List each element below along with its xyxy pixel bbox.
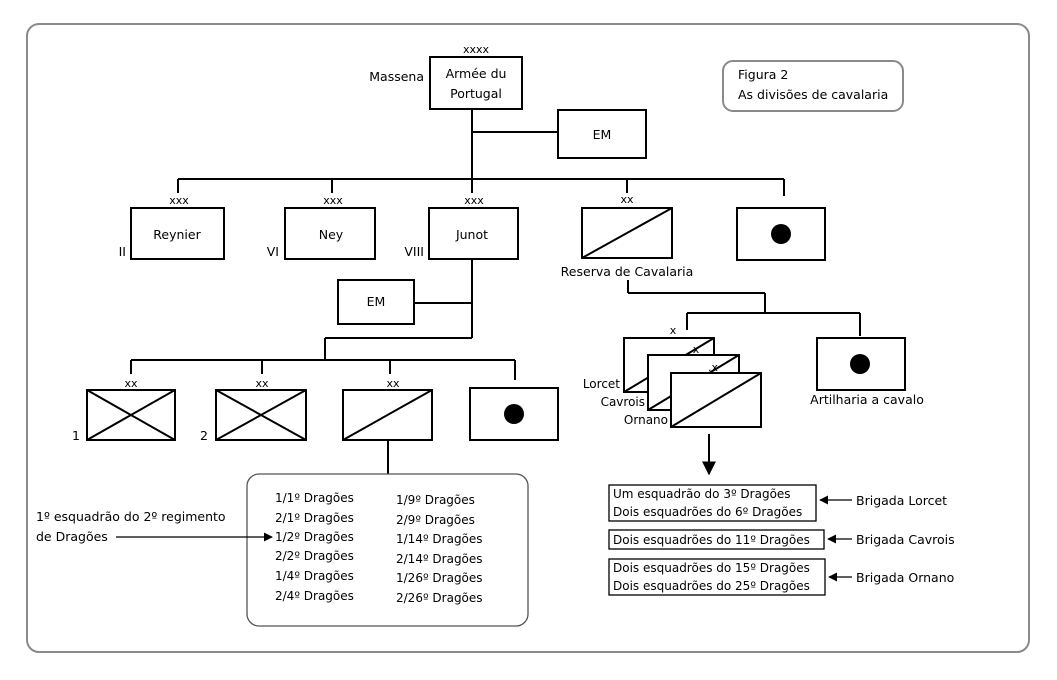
division-number: 2 bbox=[200, 428, 208, 443]
army-artillery bbox=[736, 207, 826, 261]
division-echelon: xx bbox=[386, 377, 400, 390]
squadron-annotation: 1º esquadrão do 2º regimento de Dragões bbox=[36, 509, 273, 544]
squadron-item: 2/2º Dragões bbox=[275, 549, 354, 563]
brigade-echelon-3: .x bbox=[708, 361, 718, 374]
army-staff-label: EM bbox=[593, 127, 612, 142]
annotation-line2: de Dragões bbox=[36, 529, 108, 544]
corps-box bbox=[130, 207, 225, 260]
corps-number: VI bbox=[267, 244, 279, 259]
corps-echelon: xxx bbox=[169, 194, 189, 207]
detail-box bbox=[608, 529, 825, 550]
corps-name: Ney bbox=[319, 227, 344, 242]
squadron-item: 2/1º Dragões bbox=[275, 511, 354, 525]
division-echelon: xx bbox=[255, 377, 269, 390]
artillery-dot-icon bbox=[504, 404, 524, 424]
hq-box bbox=[429, 56, 523, 110]
brigade-detail-lorcet: Um esquadrão do 3º Dragões Dois esquadrõ… bbox=[608, 484, 947, 522]
corps-echelon: xxx bbox=[464, 194, 484, 207]
corps-echelon: xxx bbox=[323, 194, 343, 207]
army-staff-box bbox=[557, 109, 647, 159]
artillery-dot-icon bbox=[771, 224, 791, 244]
figure-caption: Figura 2 As divisões de cavalaria bbox=[722, 60, 904, 112]
division-artillery bbox=[469, 387, 559, 441]
brigade-detail-cavrois: Dois esquadrões do 11º Dragões Brigada C… bbox=[608, 529, 955, 550]
detail-line: Um esquadrão do 3º Dragões bbox=[613, 487, 791, 501]
junot-staff-box bbox=[337, 279, 415, 325]
reserve-label: Reserva de Cavalaria bbox=[561, 264, 694, 279]
division-2: xx 2 bbox=[200, 377, 307, 443]
horse-artillery-label: Artilharia a cavalo bbox=[810, 392, 924, 407]
detail-brigade-name: Brigada Ornano bbox=[856, 570, 954, 585]
detail-box bbox=[608, 484, 817, 522]
squadron-item: 2/14º Dragões bbox=[396, 552, 483, 566]
squadron-item: 1/4º Dragões bbox=[275, 569, 354, 583]
squadron-item: 1/9º Dragões bbox=[396, 493, 475, 507]
brigade-echelon-2: x bbox=[693, 343, 700, 356]
squadron-item: 2/4º Dragões bbox=[275, 589, 354, 603]
detail-line: Dois esquadrões do 11º Dragões bbox=[613, 533, 810, 547]
corps-ney: xxx Ney VI bbox=[267, 194, 376, 260]
detail-line: Dois esquadrões do 15º Dragões bbox=[613, 561, 810, 575]
reserve-echelon: xx bbox=[620, 193, 634, 206]
brigade-detail-ornano: Dois esquadrões do 15º Dragões Dois esqu… bbox=[608, 558, 954, 596]
corps-number: VIII bbox=[404, 244, 424, 259]
annotation-line1: 1º esquadrão do 2º regimento bbox=[36, 509, 226, 524]
division-1: xx 1 bbox=[72, 377, 176, 443]
detail-brigade-name: Brigada Cavrois bbox=[856, 532, 955, 547]
hq-name-line1: Armée du bbox=[446, 66, 507, 81]
hq-echelon: xxxx bbox=[463, 43, 490, 56]
army-hq: xxxx Armée du Portugal Massena bbox=[369, 43, 523, 110]
division-dragoons: xx bbox=[342, 377, 433, 441]
cavalry-diagonal-symbol bbox=[581, 207, 673, 259]
squadron-item: 1/2º Dragões bbox=[275, 530, 354, 544]
squadron-item: 1/1º Dragões bbox=[275, 491, 354, 505]
detail-brigade-name: Brigada Lorcet bbox=[856, 493, 947, 508]
brigade-stack: x x .x Lorcet Cavrois Ornano bbox=[583, 324, 762, 428]
dragoon-squadrons-box bbox=[246, 473, 529, 627]
dragoon-col2: 1/9º Dragões 2/9º Dragões 1/14º Dragões … bbox=[396, 493, 483, 605]
horse-artillery: Artilharia a cavalo bbox=[810, 337, 924, 407]
corps-box bbox=[284, 207, 376, 260]
squadron-item: 2/9º Dragões bbox=[396, 513, 475, 527]
division-echelon: xx bbox=[124, 377, 138, 390]
corps-junot: xxx Junot VIII bbox=[404, 194, 519, 260]
infantry-cross-symbol bbox=[215, 389, 307, 441]
infantry-cross-symbol bbox=[86, 389, 176, 441]
squadron-item: 1/26º Dragões bbox=[396, 571, 483, 585]
cavalry-reserve: xx Reserva de Cavalaria bbox=[561, 193, 694, 279]
caption-line1: Figura 2 bbox=[738, 67, 788, 82]
division-number: 1 bbox=[72, 428, 80, 443]
brigade-name-cavrois: Cavrois bbox=[601, 395, 645, 409]
hq-commander: Massena bbox=[369, 69, 424, 84]
detail-line: Dois esquadrões do 25º Dragões bbox=[613, 579, 810, 593]
junot-staff-label: EM bbox=[367, 294, 386, 309]
squadron-item: 1/14º Dragões bbox=[396, 532, 483, 546]
hq-name-line2: Portugal bbox=[450, 86, 502, 101]
dragoon-col1: 1/1º Dragões 2/1º Dragões 1/2º Dragões 2… bbox=[275, 491, 354, 603]
detail-line: Dois esquadrões do 6º Dragões bbox=[613, 505, 802, 519]
corps-number: II bbox=[119, 244, 126, 259]
artillery-dot-icon bbox=[850, 354, 870, 374]
corps-name: Reynier bbox=[153, 227, 201, 242]
detail-box bbox=[608, 558, 826, 596]
cavalry-diagonal-symbol bbox=[342, 389, 433, 441]
brigade-name-ornano: Ornano bbox=[624, 413, 668, 427]
brigade-name-lorcet: Lorcet bbox=[583, 377, 620, 391]
caption-line2: As divisões de cavalaria bbox=[738, 87, 888, 102]
corps-reynier: xxx Reynier II bbox=[119, 194, 225, 260]
caption-box bbox=[722, 60, 904, 112]
cavalry-diagonal-symbol bbox=[670, 372, 762, 428]
squadron-item: 2/26º Dragões bbox=[396, 591, 483, 605]
corps-box bbox=[428, 207, 519, 260]
brigade-echelon-1: x bbox=[670, 324, 677, 337]
corps-name: Junot bbox=[455, 227, 488, 242]
